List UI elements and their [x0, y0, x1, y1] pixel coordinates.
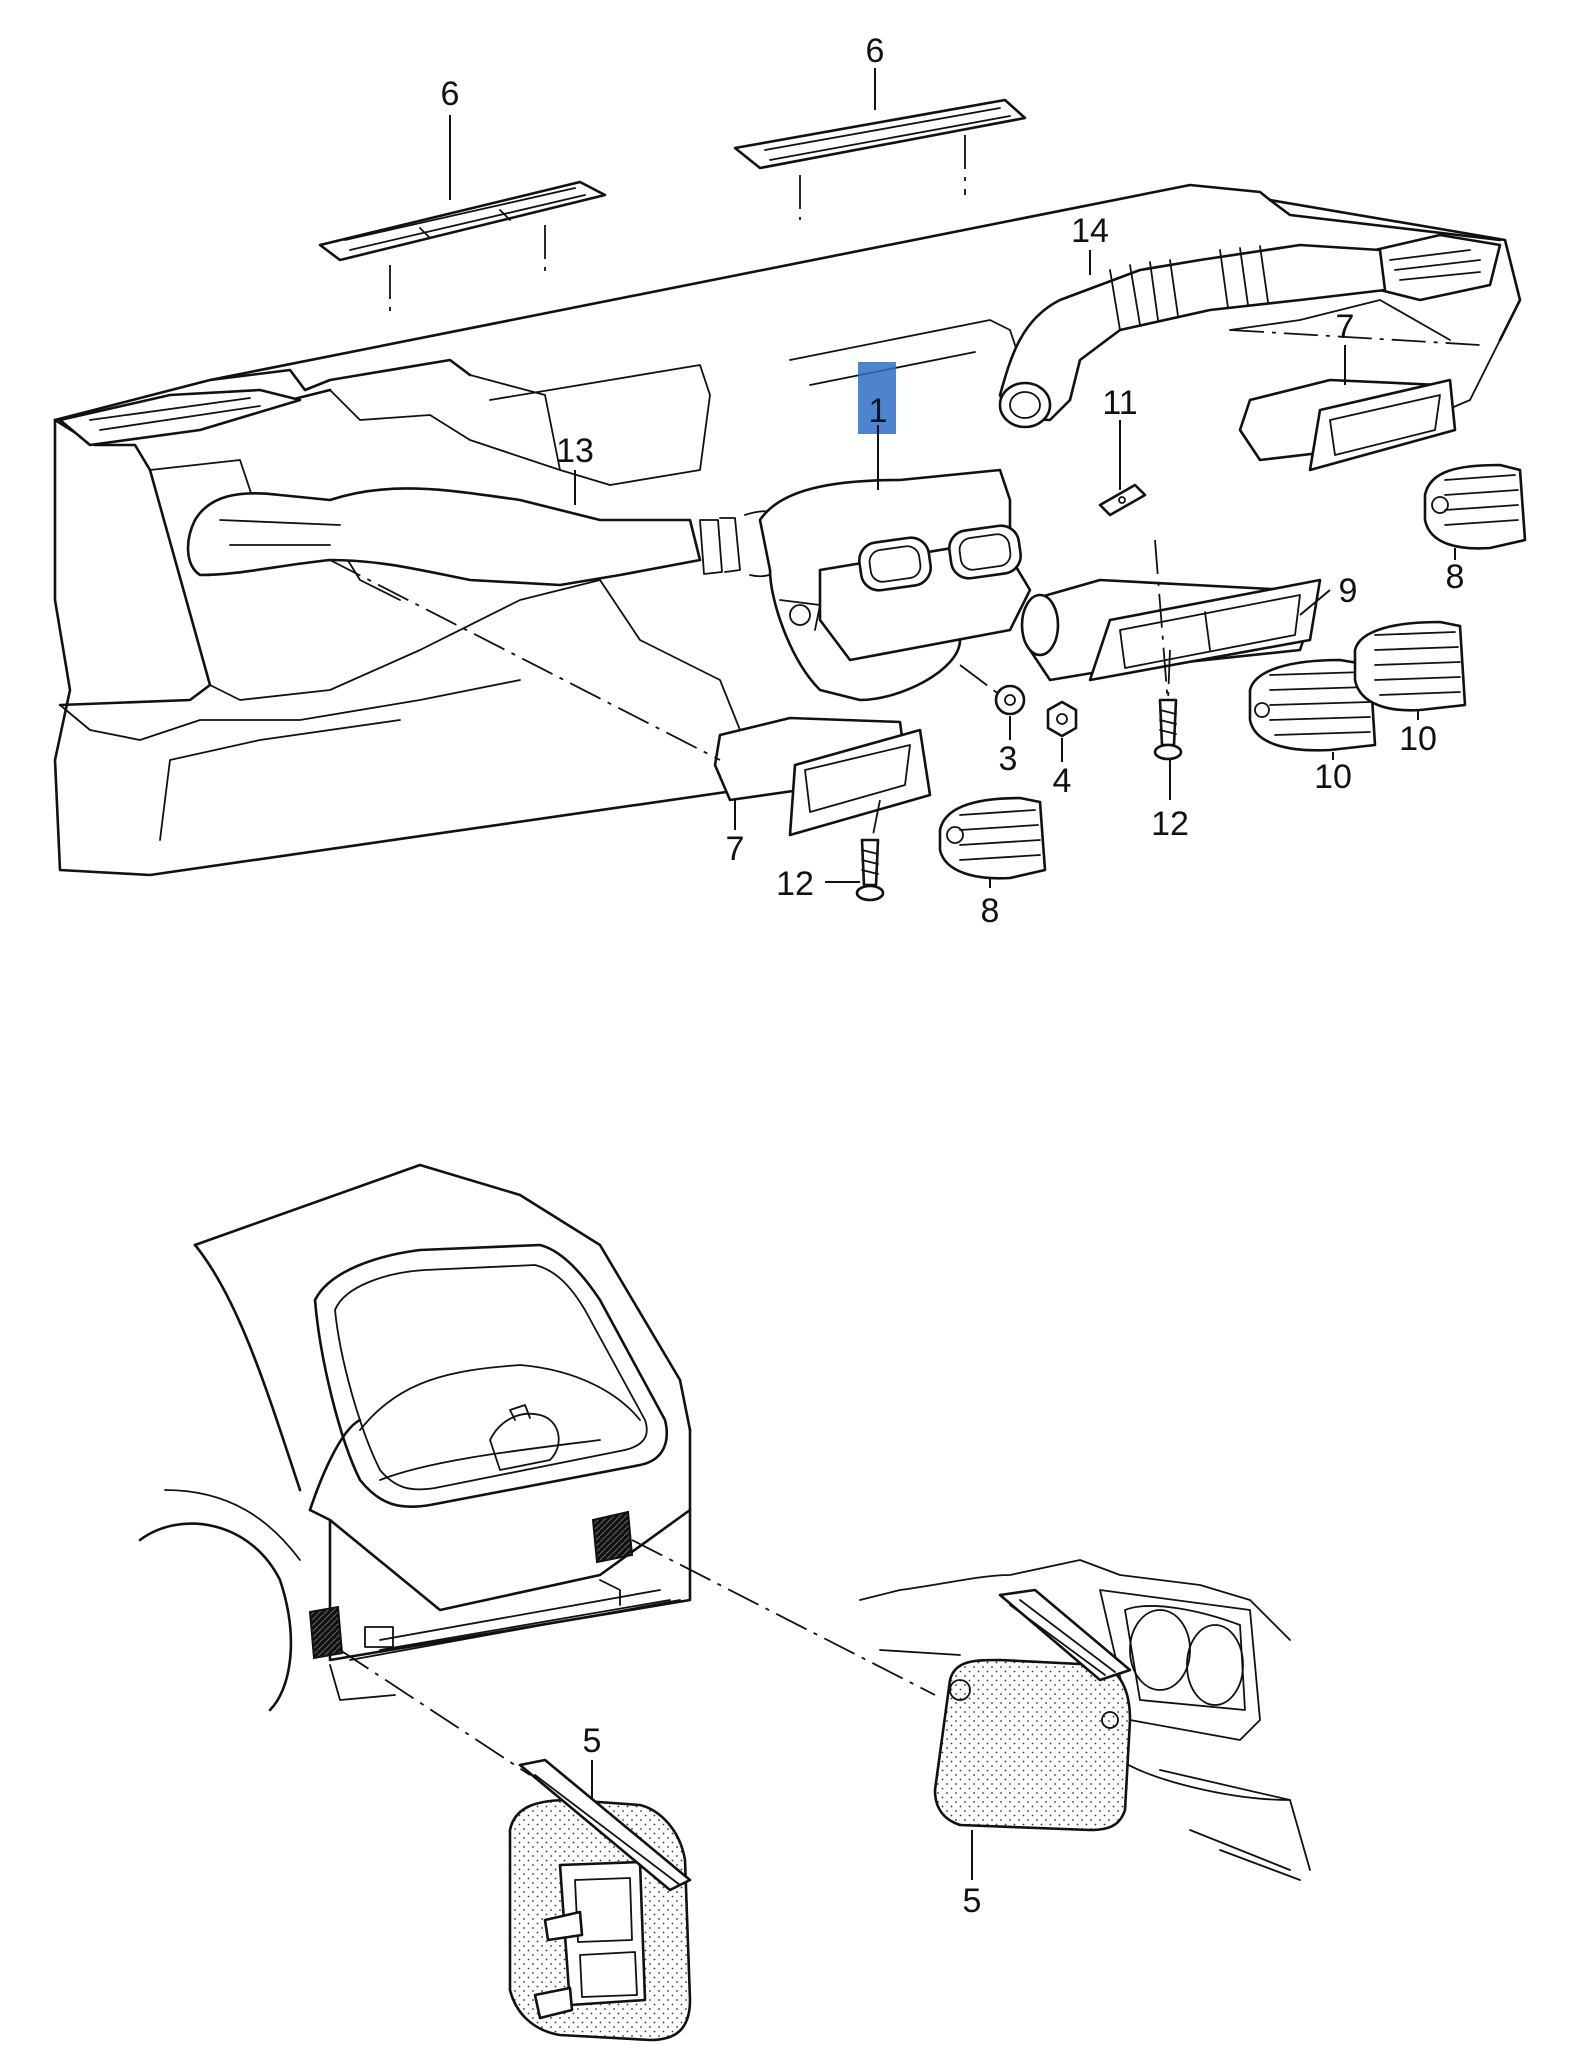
callout-12-center: 12: [1151, 805, 1189, 843]
vent-housing-right: [1229, 329, 1481, 472]
callout-8-left: 8: [981, 892, 1000, 930]
callout-13: 13: [556, 432, 594, 470]
callout-3: 3: [999, 740, 1018, 778]
callout-5-left: 5: [583, 1722, 602, 1760]
callout-14: 14: [1071, 212, 1109, 250]
retaining-clip: [1098, 483, 1147, 517]
dashboard-assembly: [53, 183, 1522, 877]
callout-7-left: 7: [726, 830, 745, 868]
vent-grille-left-lower: [938, 796, 1047, 880]
callout-1-highlight: [858, 362, 896, 434]
callout-5-right: 5: [963, 1882, 982, 1920]
washer: [959, 664, 1026, 716]
center-vent-housing: [1020, 539, 1322, 731]
vent-grille-pair: [1248, 620, 1467, 752]
vent-grille-right-upper: [1423, 463, 1527, 550]
callouts: 6 6 14 1 13 11 7 8 9 10 10 3: [441, 32, 1465, 1920]
callout-11: 11: [1102, 384, 1137, 422]
pressure-relief-vent-right: [933, 1588, 1132, 1832]
callout-6-right: 6: [866, 32, 885, 70]
air-distributor-housing: [758, 468, 1032, 702]
nut: [1046, 700, 1078, 738]
screw-left: [855, 799, 885, 902]
callout-1: 1: [869, 392, 888, 430]
air-duct-left: [186, 487, 791, 587]
car-rear-view: [138, 1163, 936, 1776]
callout-10-right: 10: [1399, 720, 1437, 758]
pressure-relief-vent-left: [508, 1758, 692, 2042]
callout-12-left: 12: [776, 865, 814, 903]
callout-6-left: 6: [441, 75, 460, 113]
callout-7-right: 7: [1336, 308, 1355, 346]
vent-housing-left: [329, 559, 932, 837]
screw-center: [1153, 649, 1183, 761]
air-duct-right: [998, 243, 1387, 429]
callout-10-left: 10: [1314, 758, 1352, 796]
callout-8-right: 8: [1446, 558, 1465, 596]
callout-4: 4: [1053, 762, 1072, 800]
callout-9: 9: [1339, 572, 1358, 610]
defroster-vent-right: [733, 98, 1027, 220]
defroster-vent-left: [318, 180, 607, 315]
